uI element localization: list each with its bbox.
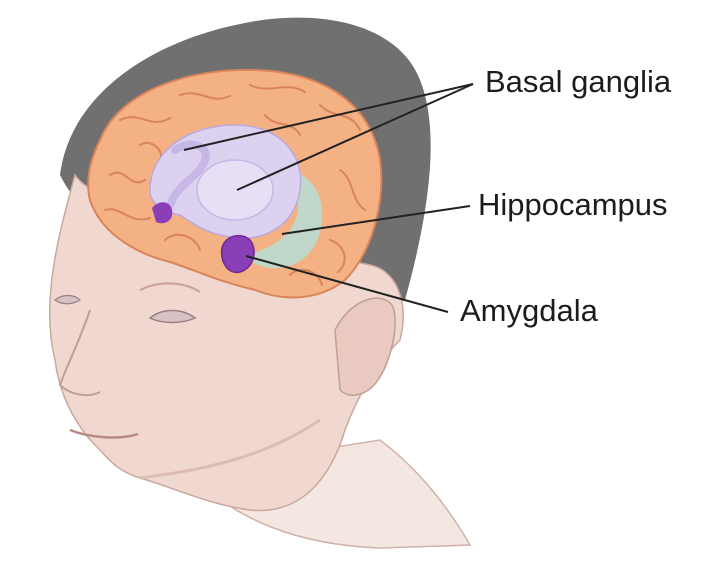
label-hippocampus: Hippocampus [478,189,668,220]
putamen [197,160,273,220]
label-amygdala: Amygdala [460,295,598,326]
label-basal-ganglia: Basal ganglia [485,66,671,97]
amygdala-structure [222,236,254,273]
